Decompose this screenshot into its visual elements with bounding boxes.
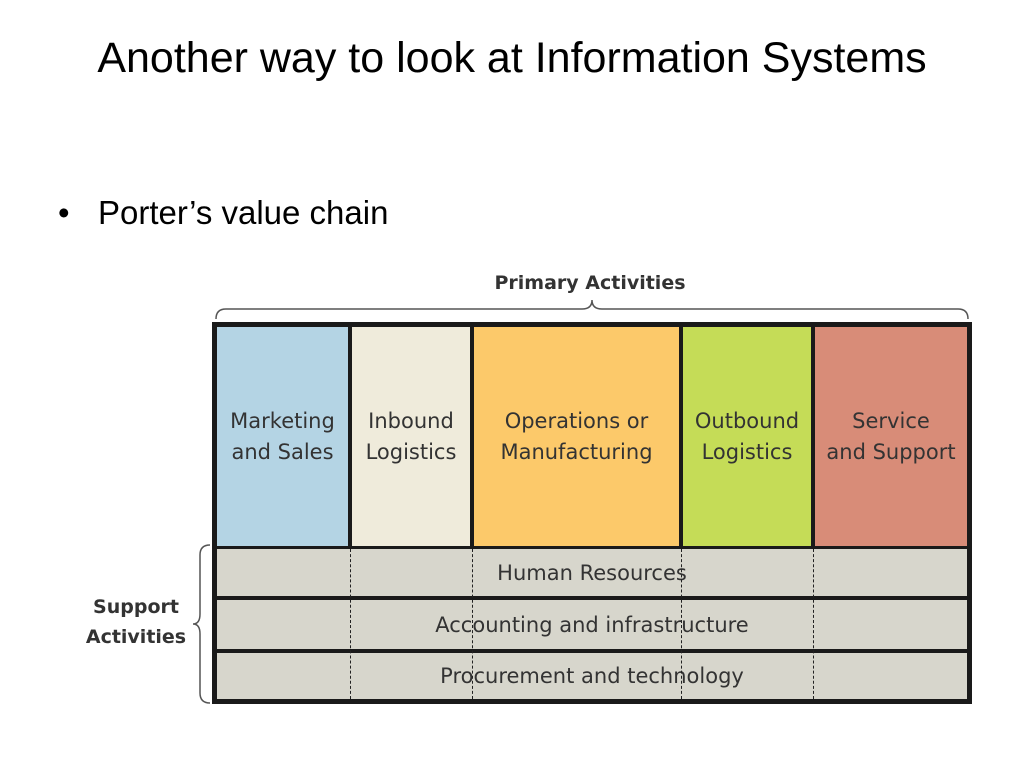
slide-title: Another way to look at Information Syste…: [97, 34, 927, 82]
primary-activity-line1: Operations or: [504, 408, 649, 433]
support-activity-label: Accounting and infrastructure: [435, 612, 749, 637]
bullet-dot-icon: •: [58, 194, 70, 231]
column-divider: [472, 549, 473, 699]
primary-activity-marketing-sales: Marketing and Sales: [217, 327, 348, 546]
support-label-line1: Support: [93, 596, 179, 618]
support-activity-row: Accounting and infrastructure: [217, 600, 967, 649]
primary-activity-line2: Manufacturing: [500, 439, 653, 464]
primary-activity-operations: Operations or Manufacturing: [474, 327, 679, 546]
support-activity-row: Human Resources: [217, 549, 967, 596]
support-label-line2: Activities: [85, 626, 187, 648]
column-divider: [350, 549, 351, 699]
primary-activity-line1: Service: [852, 408, 930, 433]
primary-activity-line1: Outbound: [694, 408, 800, 433]
column-divider: [813, 549, 814, 699]
bullet-text: Porter’s value chain: [98, 194, 389, 231]
primary-activity-line1: Marketing: [230, 408, 335, 433]
primary-activities-label: Primary Activities: [494, 272, 686, 294]
column-divider: [681, 549, 682, 699]
support-activity-row: Procurement and technology: [217, 653, 967, 699]
primary-activity-line2: and Support: [826, 439, 956, 464]
primary-activity-line2: Logistics: [701, 439, 793, 464]
support-activity-label: Human Resources: [497, 560, 687, 585]
bullet-item: • Porter’s value chain: [58, 188, 388, 238]
primary-activity-line2: and Sales: [231, 439, 334, 464]
support-activities-label: Support Activities: [66, 592, 206, 652]
primary-activity-service-support: Service and Support: [815, 327, 967, 546]
support-activity-label: Procurement and technology: [440, 664, 744, 688]
primary-activity-line2: Logistics: [365, 439, 457, 464]
primary-activity-line1: Inbound: [368, 408, 454, 433]
